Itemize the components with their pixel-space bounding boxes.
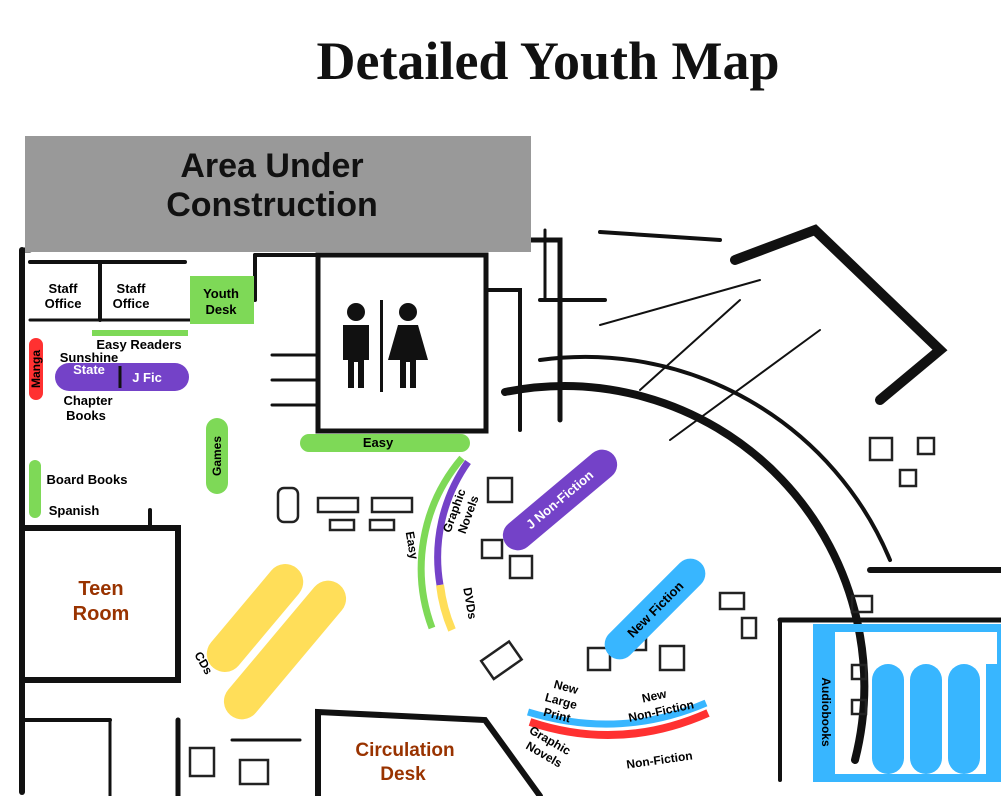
circulation-desk-label-1: Circulation: [355, 740, 454, 761]
graphic-novels-arc-shelf[interactable]: [434, 459, 471, 586]
floor-plan-walls: [19, 224, 1001, 796]
construction-label-2: Construction: [166, 186, 378, 224]
audiobook-rack-2[interactable]: [910, 664, 942, 774]
audiobook-rack-4[interactable]: [986, 664, 1001, 774]
circulation-desk-label-2: Desk: [380, 764, 426, 785]
teen-room-label-2: Room: [73, 603, 130, 625]
construction-area: [25, 136, 531, 252]
j-fic-label: J Fic: [132, 370, 162, 385]
staff-office-1-label-1: Staff: [49, 281, 79, 296]
dvds-arc-shelf[interactable]: [436, 584, 456, 632]
easy-top-label: Easy: [363, 435, 394, 450]
chapter-books-label-1: Chapter: [63, 393, 112, 408]
j-non-fiction-label: J Non-Fiction: [523, 467, 596, 532]
games-shelf[interactable]: [206, 418, 228, 494]
audiobooks-label: Audiobooks: [819, 677, 833, 747]
youth-desk-label-2: Desk: [205, 302, 237, 317]
staff-office-2-label-1: Staff: [117, 281, 147, 296]
board-books-spanish-shelf[interactable]: [29, 460, 41, 518]
audiobook-rack-1[interactable]: [872, 664, 904, 774]
cds-shelf-1[interactable]: [199, 557, 310, 680]
new-large-print-label-3: Print: [542, 705, 572, 726]
construction-label-1: Area Under: [180, 147, 363, 185]
youth-desk[interactable]: [190, 276, 254, 324]
non-fiction-shelf[interactable]: [528, 709, 710, 740]
games-label: Games: [210, 436, 224, 476]
teen-room-label-1: Teen: [78, 578, 123, 600]
new-fiction-shelf[interactable]: [598, 552, 711, 665]
easy-shelf-top[interactable]: [300, 434, 470, 452]
audiobook-rack-3[interactable]: [948, 664, 980, 774]
non-fiction-label: Non-Fiction: [625, 748, 693, 771]
easy-arc-label: Easy: [403, 530, 422, 560]
manga-shelf[interactable]: [29, 338, 43, 400]
staff-office-2-label-2: Office: [113, 296, 150, 311]
sunshine-label: Sunshine: [60, 350, 119, 365]
map-title: Detailed Youth Map: [316, 31, 780, 91]
chapter-books-label-2: Books: [66, 408, 106, 423]
dvds-label: DVDs: [460, 586, 479, 620]
spanish-label: Spanish: [49, 503, 100, 518]
new-non-fiction-shelf[interactable]: [526, 699, 708, 728]
state-label: State: [73, 362, 105, 377]
furniture: [188, 436, 936, 786]
youth-desk-label-1: Youth: [203, 286, 239, 301]
cds-shelf-2[interactable]: [217, 573, 354, 726]
restroom-icon: [343, 300, 428, 392]
audiobooks-shelf[interactable]: [817, 628, 835, 778]
staff-office-1-label-2: Office: [45, 296, 82, 311]
easy-readers-label: Easy Readers: [96, 337, 181, 352]
sunshine-state-j-fic-shelf[interactable]: [55, 363, 189, 391]
new-large-print-label-1: New: [552, 677, 580, 697]
easy-readers-shelf[interactable]: [92, 330, 188, 336]
easy-arc-shelf[interactable]: [417, 455, 465, 630]
j-non-fiction-shelf[interactable]: [497, 444, 624, 557]
board-books-label: Board Books: [47, 472, 128, 487]
manga-label: Manga: [29, 350, 43, 388]
new-non-fiction-label-1: New: [641, 687, 669, 706]
